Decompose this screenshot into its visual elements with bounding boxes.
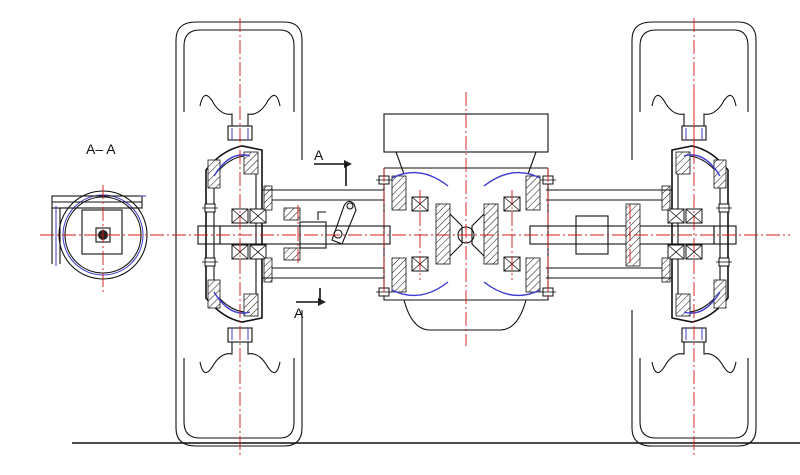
right-wheel: [631, 21, 757, 447]
cut-marker-top-label: A: [314, 147, 324, 163]
left-wheel: [175, 21, 303, 447]
cut-marker-bottom: [296, 288, 326, 306]
left-axle-housing: [219, 189, 391, 279]
cut-marker-top: [314, 160, 352, 186]
differential-housing: [375, 113, 557, 331]
section-label: A– A: [86, 141, 116, 157]
cut-marker-bottom-label: A: [294, 305, 304, 321]
centerlines: [40, 18, 790, 455]
right-axle-housing: [529, 189, 715, 279]
